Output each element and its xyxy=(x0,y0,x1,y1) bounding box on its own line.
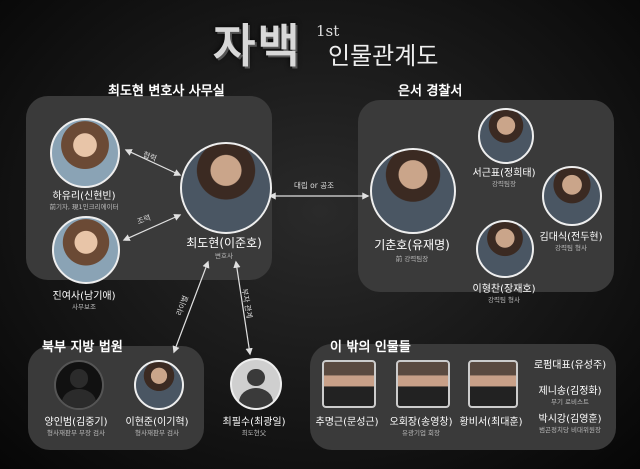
role-ha-yuri: 前기자, 現1인크리에이터 xyxy=(49,203,119,211)
avatar-yang-inbeom xyxy=(54,360,104,410)
avatar-ha-yuri xyxy=(50,118,120,188)
line-dohyun-pilsu xyxy=(233,260,253,356)
line-dohyun-court xyxy=(172,260,210,354)
episode-label: 1st xyxy=(316,22,340,40)
relation-label-chunho: 대립 or 공조 xyxy=(294,181,335,190)
role-kim-daesik: 강력팀 형사 xyxy=(555,244,587,252)
group-court-title: 북부 지방 법원 xyxy=(42,340,123,355)
page-subtitle: 인물관계도 xyxy=(328,42,439,70)
group-office-title: 최도현 변호사 사무실 xyxy=(108,84,225,99)
name-yang-inbeom: 양인범(김중기) xyxy=(44,417,108,428)
avatar-choi-dohyun xyxy=(180,142,272,234)
role-lee-hyunjun: 형사재판부 검사 xyxy=(135,429,179,437)
avatar-lee-hyunjun xyxy=(134,360,184,410)
role-yang-inbeom: 형사재판부 부장 검사 xyxy=(47,429,105,437)
name-lee-hyungchan: 이형찬(장재호) xyxy=(472,284,536,295)
name-lee-hyunjun: 이현준(이기혁) xyxy=(125,417,189,428)
photo-hwang-biseo xyxy=(468,360,518,408)
line-dohyun-yeosa xyxy=(122,214,182,241)
role-seo-geunpyo: 강력팀장 xyxy=(492,180,516,188)
avatar-lee-hyungchan xyxy=(476,220,534,278)
group-others-title: 이 밖의 인물들 xyxy=(330,340,411,355)
avatar-gi-chunho xyxy=(370,148,456,234)
name-gi-chunho: 기춘호(유재명) xyxy=(374,238,450,252)
name-hwang-biseo: 황비서(최대훈) xyxy=(459,417,523,428)
avatar-seo-geunpyo xyxy=(478,108,534,164)
name-chu-myunggeun: 추명근(문성근) xyxy=(315,417,379,428)
name-robeom: 로펌대표(유성주) xyxy=(533,360,607,371)
name-ha-yuri: 하유리(신현빈) xyxy=(52,191,116,202)
avatar-jin-yeosa xyxy=(52,216,120,284)
line-dohyun-yuri xyxy=(124,149,182,176)
name-park-sigang: 박시강(김영훈) xyxy=(538,414,602,425)
name-kim-daesik: 김대식(전두현) xyxy=(539,232,603,243)
photo-chu-myunggeun xyxy=(322,360,376,408)
role-lee-hyungchan: 강력팀 형사 xyxy=(488,296,520,304)
name-seo-geunpyo: 서근표(정희태) xyxy=(472,168,536,179)
role-choi-pilsu: 최도현父 xyxy=(241,429,267,437)
page-title: 자백 xyxy=(213,19,302,73)
name-oh-hoejang: 오회장(송영창) xyxy=(389,417,453,428)
avatar-choi-pilsu xyxy=(230,358,282,410)
role-gi-chunho: 前 강력팀장 xyxy=(395,255,429,263)
name-jin-yeosa: 진여사(남기애) xyxy=(52,291,116,302)
name-choi-pilsu: 최필수(최광일) xyxy=(222,417,286,428)
name-jenisong: 제니송(김정화) xyxy=(538,386,602,397)
role-jin-yeosa: 사무보조 xyxy=(72,303,96,311)
photo-oh-hoejang xyxy=(396,360,450,408)
role-jenisong: 무기 로비스트 xyxy=(551,398,589,406)
role-park-sigang: 범곤정치당 비대위원장 xyxy=(539,426,601,434)
avatar-kim-daesik xyxy=(542,166,602,226)
name-choi-dohyun: 최도현(이준호) xyxy=(186,236,262,250)
group-police-title: 은서 경찰서 xyxy=(398,84,463,99)
role-oh-hoejang: 유광기업 회장 xyxy=(402,429,440,437)
role-choi-dohyun: 변호사 xyxy=(215,252,233,260)
